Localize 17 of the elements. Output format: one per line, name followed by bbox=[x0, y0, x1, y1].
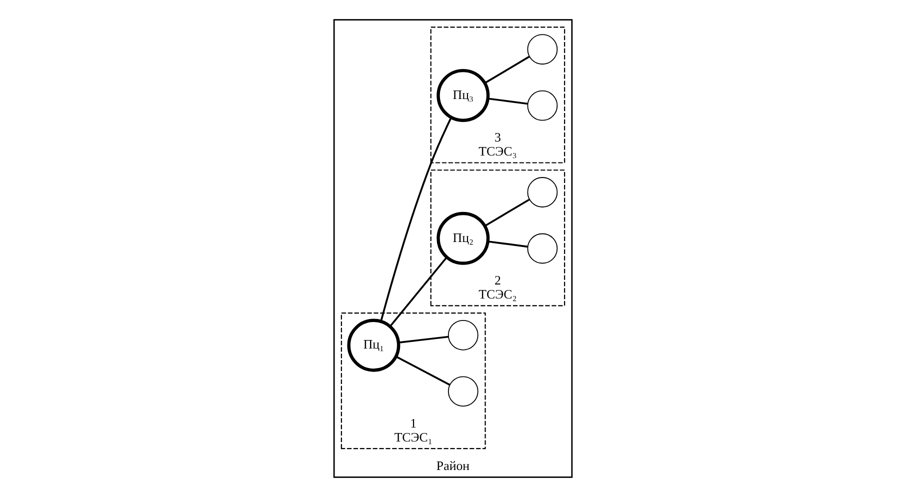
connector bbox=[484, 198, 530, 227]
connector bbox=[389, 256, 448, 328]
node-circle bbox=[527, 177, 558, 208]
node-circle bbox=[527, 34, 558, 65]
connector bbox=[380, 117, 452, 322]
connector bbox=[488, 240, 528, 248]
node-circle: Пц₁ bbox=[347, 318, 400, 372]
connector bbox=[398, 336, 449, 344]
node-circle bbox=[448, 376, 478, 407]
node-circle bbox=[527, 233, 558, 264]
connector bbox=[484, 56, 530, 84]
node-circle: Пц₃ bbox=[436, 68, 490, 122]
connector bbox=[396, 356, 450, 386]
node-circle: Пц₂ bbox=[436, 212, 490, 265]
connector bbox=[488, 98, 528, 105]
node-circle bbox=[448, 320, 478, 350]
node-circle bbox=[527, 90, 558, 121]
